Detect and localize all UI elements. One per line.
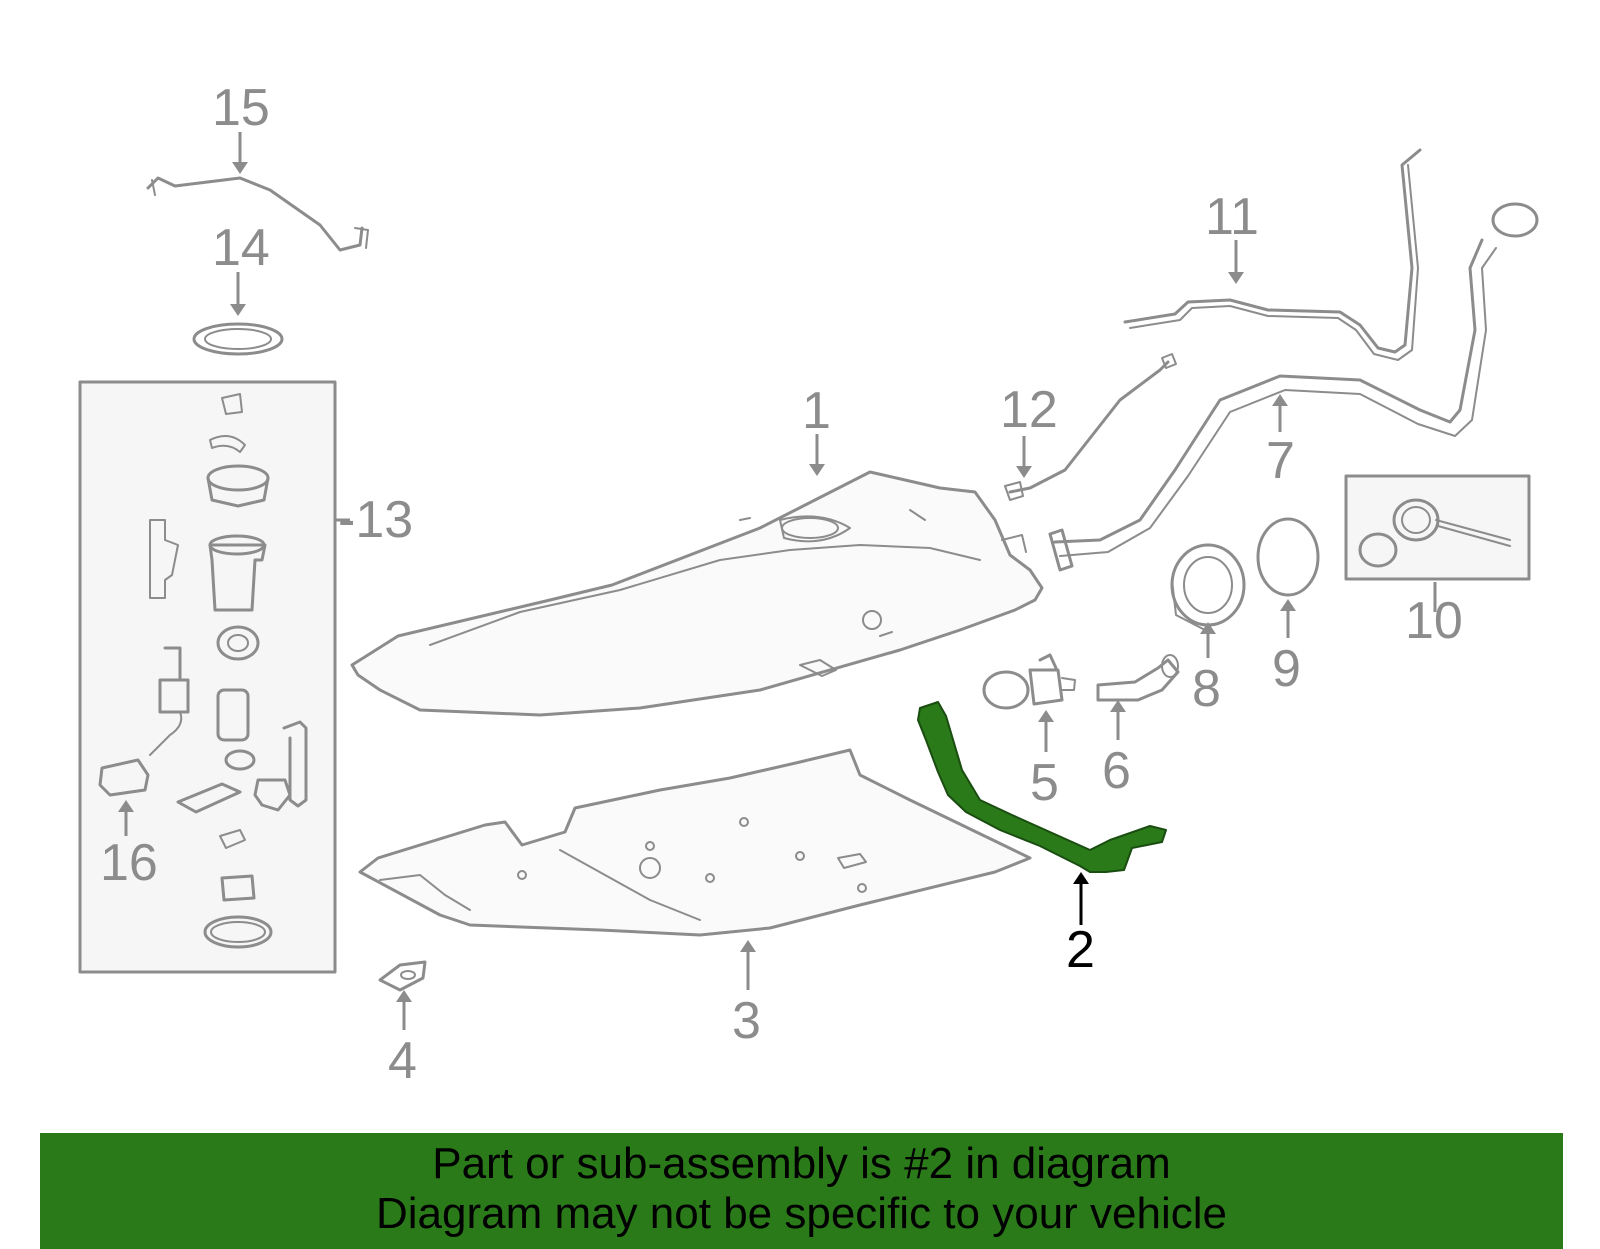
part-4-clip[interactable] [378,960,427,992]
part-2-tank-strap[interactable] [917,701,1167,873]
callout-2[interactable]: 2 [1066,921,1095,979]
banner-line-1: Part or sub-assembly is #2 in diagram [432,1139,1171,1188]
part-3-protector-plate[interactable] [358,748,1032,937]
callout-labels: 15 14 -13 16 1 12 11 7 8 9 10 5 6 3 4 2 [100,79,1463,1090]
callout-12[interactable]: 12 [1000,381,1058,439]
part-11-vent-tube[interactable] [1123,148,1422,361]
callout-3[interactable]: 3 [732,992,761,1050]
callout-6[interactable]: 6 [1102,742,1131,800]
callout-10[interactable]: 10 [1405,592,1463,650]
part-10-fuel-cap-box[interactable] [1344,474,1531,581]
part-8-collar[interactable] [1170,543,1246,631]
callout-13[interactable]: -13 [338,491,413,549]
part-6-hose[interactable] [1096,654,1180,702]
part-15-wire[interactable] [146,176,369,252]
callout-7[interactable]: 7 [1266,432,1295,490]
callout-4[interactable]: 4 [388,1032,417,1090]
part-5-valve[interactable] [982,653,1076,710]
callout-11[interactable]: 11 [1205,188,1259,246]
callout-9[interactable]: 9 [1272,640,1301,698]
callout-16[interactable]: 16 [100,834,158,892]
part-14-gasket[interactable] [192,322,284,356]
callout-1[interactable]: 1 [802,382,831,440]
part-7-filler-pipe[interactable] [1048,202,1539,572]
leader-lines [118,132,1437,1030]
banner-line-2: Diagram may not be specific to your vehi… [375,1189,1228,1238]
callout-15[interactable]: 15 [212,79,270,137]
info-banner: Part or sub-assembly is #2 in diagram Di… [40,1133,1563,1249]
callout-5[interactable]: 5 [1030,754,1059,812]
callout-8[interactable]: 8 [1192,660,1221,718]
callout-14[interactable]: 14 [212,219,270,277]
part-12-sensor-wire[interactable] [1004,353,1177,501]
part-13-pump-assembly-box[interactable] [78,380,337,974]
part-1-fuel-tank[interactable] [350,470,1044,717]
part-9-gasket[interactable] [1256,517,1320,597]
